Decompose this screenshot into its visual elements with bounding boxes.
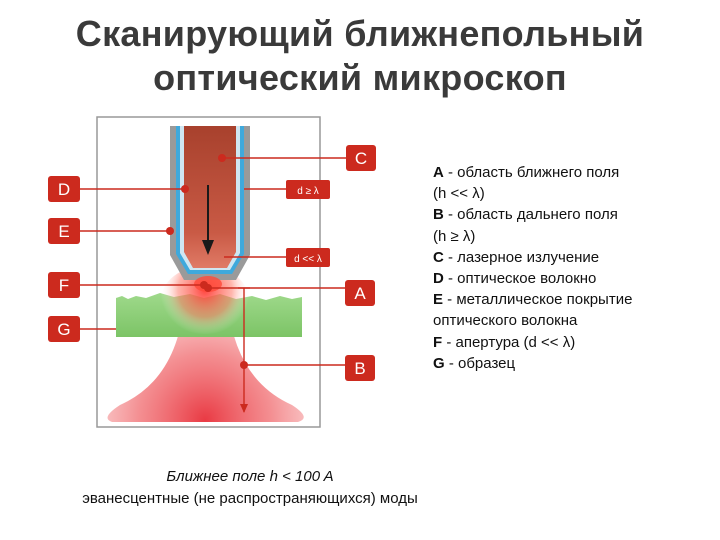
badge-d-ll-lambda: d << λ	[286, 248, 330, 267]
badge-d-ge-lambda-text: d ≥ λ	[297, 186, 319, 197]
legend-key: C	[433, 248, 444, 266]
badge-f: F	[48, 272, 80, 298]
legend-text: - апертура (d << λ)	[442, 333, 576, 351]
legend-key: A	[433, 164, 444, 181]
badge-a: A	[345, 280, 375, 306]
legend-text: - лазерное излучение	[443, 248, 600, 266]
caption-line-1: Ближнее поле h < 100 A	[166, 468, 334, 485]
near-field-region	[161, 266, 249, 334]
legend-text: оптического волокна	[433, 312, 578, 330]
diagram-frame	[96, 116, 321, 428]
marker-b	[240, 361, 248, 369]
badge-e: E	[48, 218, 80, 244]
legend-text: (h << λ)	[433, 185, 485, 203]
legend-row: F - апертура (d << λ)	[433, 332, 713, 353]
propagation-arrow-head	[202, 240, 214, 255]
title-line-2: оптический микроскоп	[153, 57, 567, 98]
legend-key: E	[433, 291, 444, 309]
legend-key: G	[433, 354, 445, 372]
legend-text: - область дальнего поля	[443, 206, 618, 224]
legend-row: B - область дальнего поля	[433, 204, 713, 225]
caption-line-2: эванесцентные (не распространяющихся) мо…	[82, 490, 418, 507]
badge-f-text: F	[59, 276, 69, 295]
badge-c-text: C	[355, 149, 367, 168]
badge-d: D	[48, 176, 80, 202]
legend-row: D - оптическое волокно	[433, 268, 713, 289]
badge-g: G	[48, 316, 80, 342]
legend-text: - образец	[444, 354, 516, 372]
badge-a-text: A	[354, 284, 366, 303]
marker-c	[218, 154, 226, 162]
badge-e-text: E	[58, 222, 69, 241]
marker-d	[181, 185, 189, 193]
badge-d-ge-lambda: d ≥ λ	[286, 180, 330, 199]
legend-row: (h << λ)	[433, 183, 713, 204]
badge-b: B	[345, 355, 375, 381]
legend-row: (h ≥ λ)	[433, 226, 713, 247]
badge-g-text: G	[57, 320, 70, 339]
distance-arrow-head	[240, 404, 248, 413]
caption: Ближнее поле h < 100 A эванесцентные (не…	[0, 466, 500, 510]
legend-text: - металлическое покрытие	[443, 291, 633, 309]
legend-row: оптического волокна	[433, 310, 713, 331]
legend-row: C - лазерное излучение	[433, 247, 713, 268]
legend-text: - оптическое волокно	[443, 270, 597, 288]
title-line-1: Сканирующий ближнепольный	[75, 13, 645, 54]
legend-key: B	[433, 206, 444, 224]
far-field-region	[107, 305, 304, 422]
badge-d-ll-lambda-text: d << λ	[294, 254, 322, 265]
legend-row: A - область ближнего поля	[433, 162, 713, 183]
badge-c: C	[346, 145, 376, 171]
legend-key: F	[433, 333, 443, 351]
legend-row: G - образец	[433, 353, 713, 374]
marker-a	[204, 284, 212, 292]
marker-e	[166, 227, 174, 235]
legend-row: E - металлическое покрытие	[433, 289, 713, 310]
legend: A - область ближнего поля (h << λ) B - о…	[433, 162, 713, 374]
legend-text: - область ближнего поля	[443, 164, 620, 181]
legend-key: D	[433, 270, 444, 288]
badge-b-text: B	[354, 359, 365, 378]
legend-text: (h ≥ λ)	[433, 227, 476, 245]
badge-d-text: D	[58, 180, 70, 199]
page-title: Сканирующий ближнепольный оптический мик…	[0, 12, 720, 100]
